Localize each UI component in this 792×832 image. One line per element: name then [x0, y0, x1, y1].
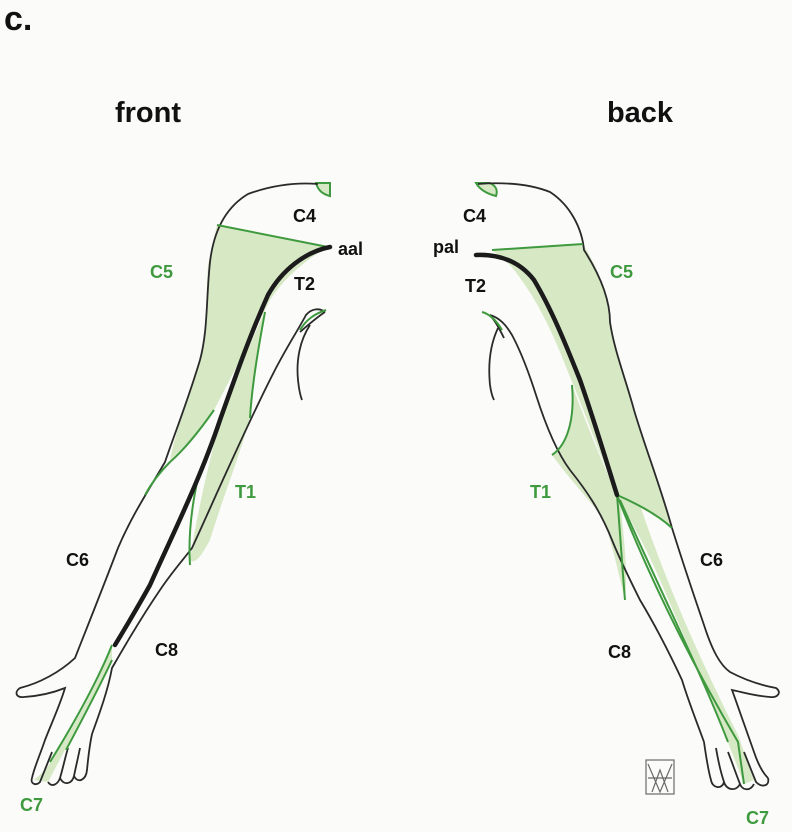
back-label-c6: C6 [700, 550, 723, 570]
back-label-c5: C5 [610, 262, 633, 282]
front-arm-outline-lateral [15, 182, 319, 779]
front-c5-region [170, 225, 328, 460]
back-fingers [703, 741, 770, 791]
back-label-c7: C7 [746, 808, 769, 828]
front-label-c5: C5 [150, 262, 173, 282]
front-c7-boundary-a [49, 644, 113, 763]
front-view: front [15, 97, 363, 815]
back-label-c8: C8 [608, 642, 631, 662]
signature-monogram [645, 759, 675, 795]
back-label-t1: T1 [530, 482, 551, 502]
front-axilla-green [299, 309, 327, 331]
front-axial-line [112, 244, 333, 648]
back-arm-outline-medial [489, 314, 705, 743]
back-c7-boundary-b [619, 499, 729, 743]
front-label-c7: C7 [20, 795, 43, 815]
back-label-t2: T2 [465, 276, 486, 296]
front-t1-region [190, 312, 265, 562]
panel-label: c. [4, 0, 33, 38]
front-c7-region [34, 645, 112, 782]
back-axial-line [473, 252, 620, 498]
front-label-aal: aal [338, 239, 363, 259]
front-label-c8: C8 [155, 640, 178, 660]
back-c4-c5-boundary [491, 243, 584, 251]
front-c4-c5-boundary [216, 224, 329, 248]
front-label-c6: C6 [66, 550, 89, 570]
back-axilla [488, 314, 505, 401]
front-arm-outline-medial [91, 308, 326, 735]
back-shoulder-tip [474, 182, 498, 198]
front-fingers [30, 733, 93, 786]
back-axilla-green [481, 311, 503, 331]
front-label-c4: C4 [293, 206, 316, 226]
back-view: back [433, 97, 780, 828]
front-t1-t2-boundary [249, 311, 266, 419]
back-c7-boundary-a [616, 494, 745, 785]
front-label-t1: T1 [235, 482, 256, 502]
front-title: front [115, 97, 181, 129]
back-c8-boundary [616, 494, 626, 601]
front-label-t2: T2 [294, 274, 315, 294]
front-axilla [296, 311, 326, 401]
back-title: back [607, 97, 674, 129]
back-c6-boundary [616, 494, 673, 529]
front-shoulder-tip [314, 182, 331, 198]
back-arm-outline-lateral [477, 182, 780, 779]
back-label-pal: pal [433, 237, 459, 257]
back-t1-region [552, 385, 627, 600]
back-label-c4: C4 [463, 206, 486, 226]
front-c7-boundary-b [65, 659, 113, 751]
back-t1-boundary [551, 384, 574, 456]
front-c5-c6-boundary [144, 409, 215, 496]
